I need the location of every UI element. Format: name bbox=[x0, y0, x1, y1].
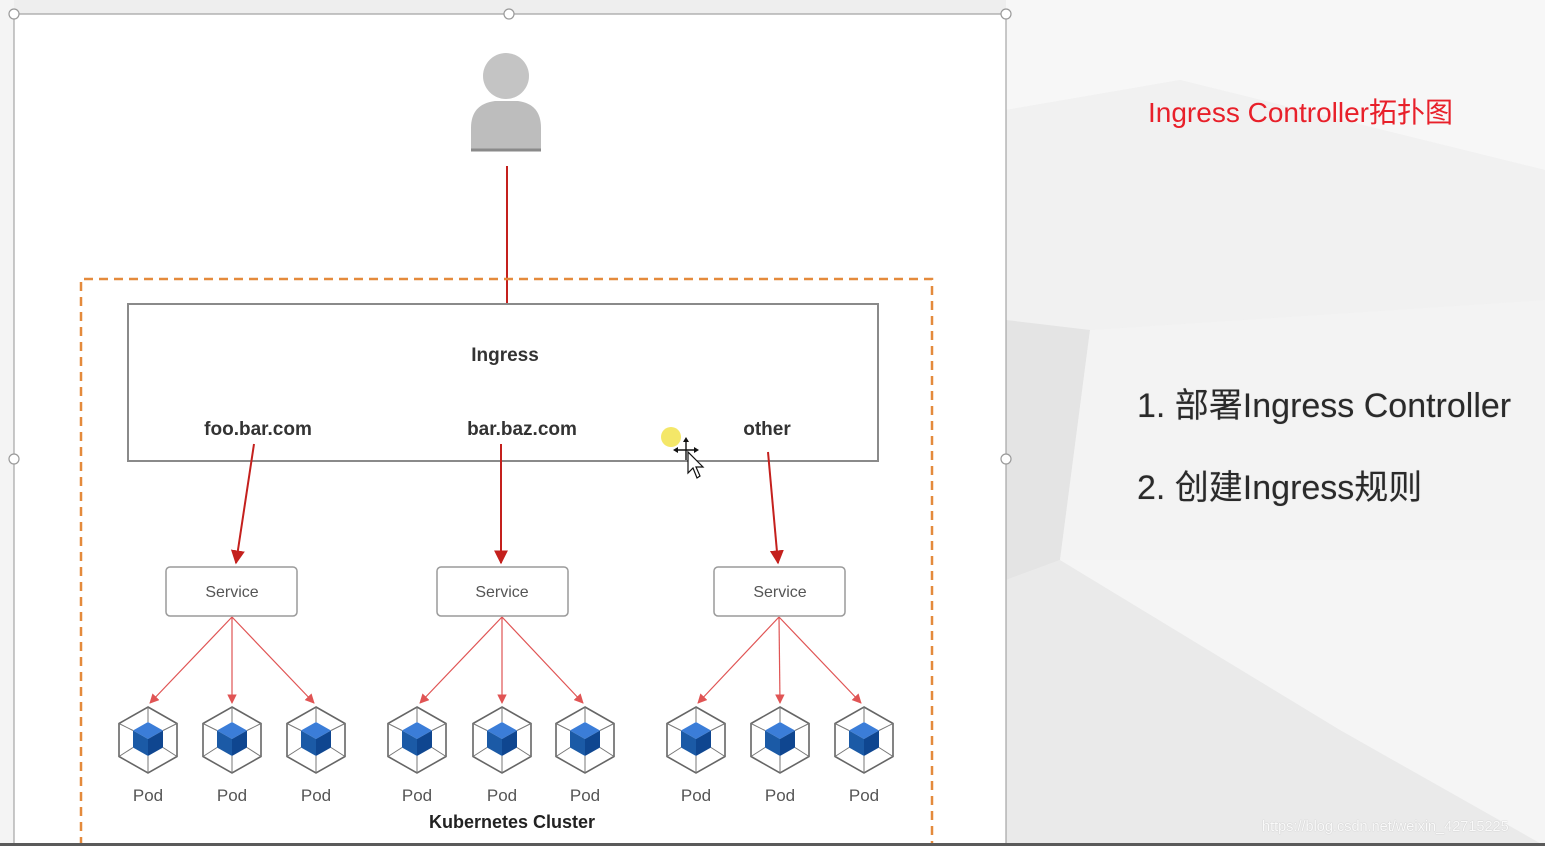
service-node-2: Service bbox=[436, 566, 569, 617]
arrow-service-to-pod bbox=[778, 616, 862, 704]
resize-handle-top-left[interactable] bbox=[8, 8, 20, 20]
ingress-box bbox=[127, 303, 879, 462]
pod-label: Pod bbox=[487, 786, 517, 805]
step-item-1[interactable]: 1. 部署Ingress Controller bbox=[1137, 386, 1511, 426]
pod-label: Pod bbox=[765, 786, 795, 805]
pod-label: Pod bbox=[402, 786, 432, 805]
pod-label: Pod bbox=[133, 786, 163, 805]
service-2-pod-arrows bbox=[419, 616, 584, 704]
pod-group-2: Pod Pod Pod bbox=[387, 706, 615, 805]
slide-title-text: Ingress Controller拓扑图 bbox=[1148, 97, 1453, 128]
service-label: Service bbox=[475, 584, 528, 601]
cluster-label: Kubernetes Cluster bbox=[429, 812, 595, 832]
pod-label: Pod bbox=[301, 786, 331, 805]
window-bottom-edge bbox=[0, 843, 1545, 846]
arrow-service-to-pod bbox=[149, 616, 233, 704]
host-label-2: bar.baz.com bbox=[467, 419, 577, 440]
pod-label: Pod bbox=[217, 786, 247, 805]
arrow-service-to-pod bbox=[697, 616, 780, 704]
step-text: 1. 部署Ingress Controller bbox=[1137, 387, 1512, 425]
arrow-service-to-pod bbox=[419, 616, 503, 704]
service-node-1: Service bbox=[165, 566, 298, 617]
arrow-service-to-pod bbox=[501, 616, 584, 704]
resize-handle-middle-left[interactable] bbox=[8, 453, 20, 465]
arrow-service-to-pod bbox=[775, 616, 785, 704]
resize-handle-top-right[interactable] bbox=[1000, 8, 1012, 20]
kubernetes-cluster-border bbox=[79, 277, 934, 846]
service-label: Service bbox=[205, 584, 258, 601]
step-text: 2. 创建Ingress规则 bbox=[1137, 469, 1423, 507]
watermark: https://blog.csdn.net/weixin_42715225 bbox=[1262, 819, 1509, 835]
service-1-pod-arrows bbox=[149, 616, 315, 704]
service-label: Service bbox=[753, 584, 806, 601]
resize-handle-middle-right[interactable] bbox=[1000, 453, 1012, 465]
move-cursor-icon bbox=[661, 427, 705, 479]
arrow-service-to-pod bbox=[231, 616, 315, 704]
pod-label: Pod bbox=[570, 786, 600, 805]
service-3-pod-arrows bbox=[697, 616, 862, 704]
slide-title[interactable]: Ingress Controller拓扑图 bbox=[1148, 96, 1453, 130]
host-label-3: other bbox=[743, 419, 791, 440]
arrow-host-1-to-service-1 bbox=[230, 443, 255, 565]
resize-handle-top-center[interactable] bbox=[503, 8, 515, 20]
pod-label: Pod bbox=[849, 786, 879, 805]
host-label-1: foo.bar.com bbox=[204, 419, 312, 440]
pod-label: Pod bbox=[681, 786, 711, 805]
user-icon bbox=[471, 53, 541, 152]
arrow-host-3-to-service-3 bbox=[767, 451, 784, 565]
step-item-2[interactable]: 2. 创建Ingress规则 bbox=[1137, 468, 1422, 508]
ingress-label: Ingress bbox=[471, 345, 539, 366]
service-node-3: Service bbox=[713, 566, 846, 617]
pod-group-3: Pod Pod Pod bbox=[666, 706, 894, 805]
pod-group-1: Pod Pod Pod bbox=[118, 706, 346, 805]
